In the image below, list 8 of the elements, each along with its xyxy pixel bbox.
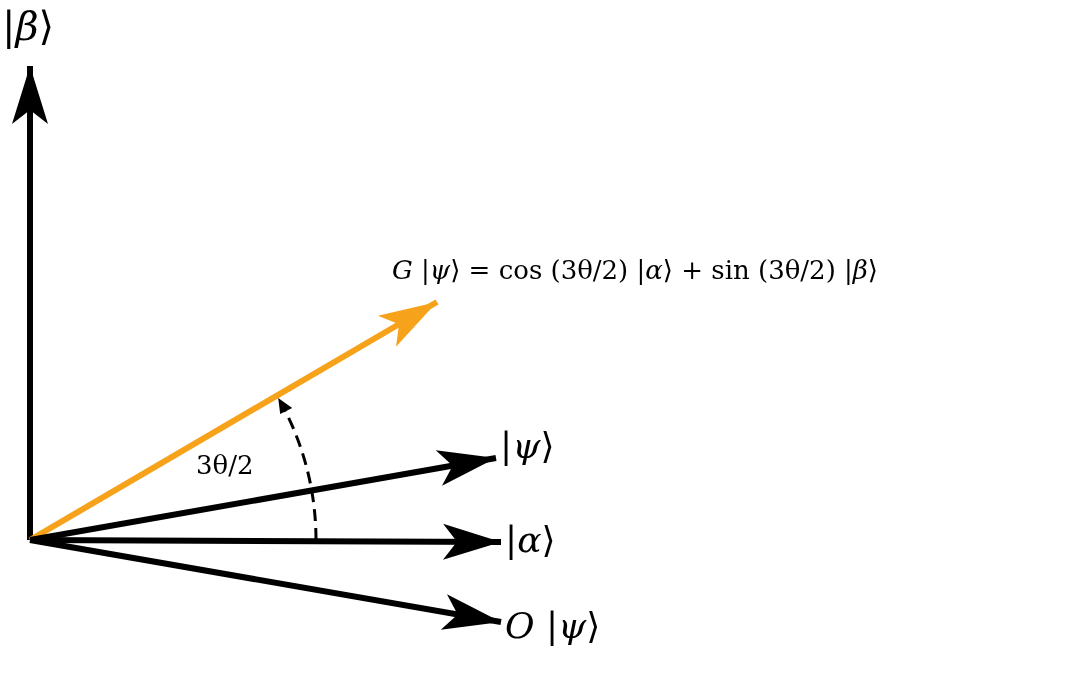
math-label: |α⟩ (505, 520, 556, 560)
angle-label: 3θ/2 (196, 450, 254, 480)
vector-arrow (12, 66, 48, 540)
math-label: |β⟩ (2, 4, 55, 48)
math-label: G |ψ⟩ = cos (3θ/2) |α⟩ + sin (3θ/2) |β⟩ (392, 256, 878, 285)
vector-arrow (29, 537, 502, 630)
math-label: O |ψ⟩ (505, 606, 601, 646)
math-label: |ψ⟩ (500, 426, 555, 466)
